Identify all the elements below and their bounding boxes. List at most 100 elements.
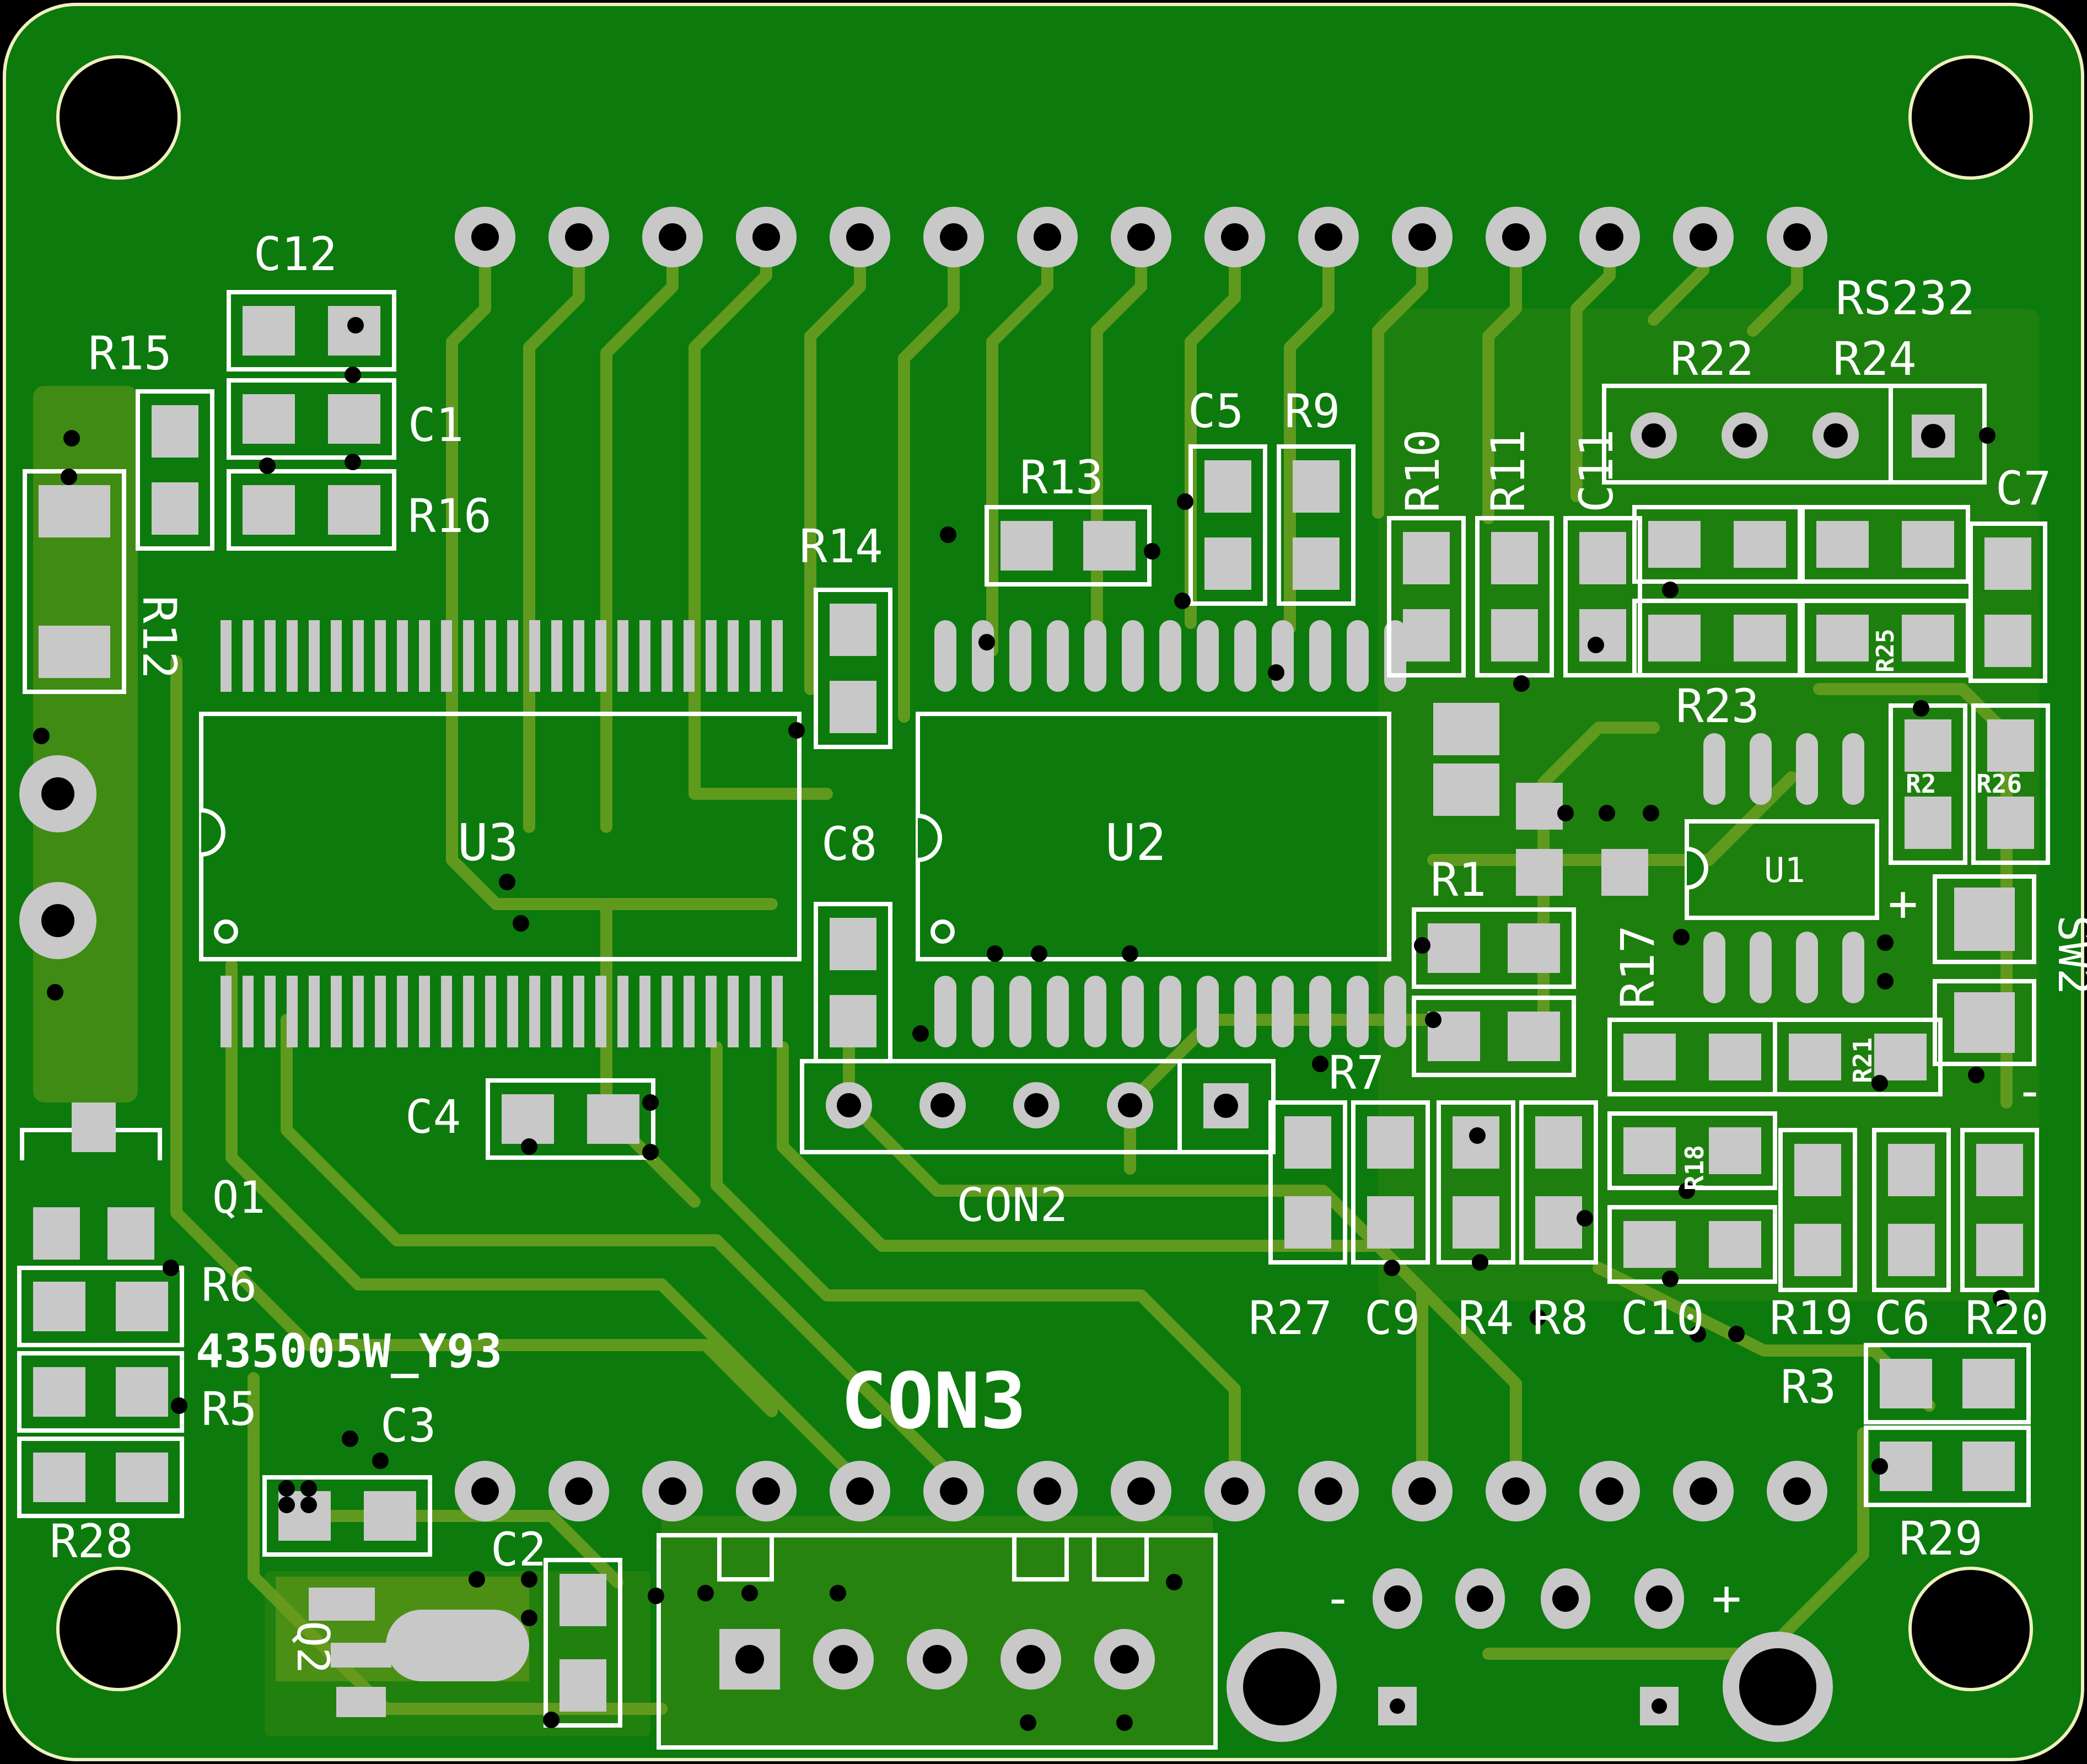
- u2-pin: [1159, 976, 1181, 1047]
- smd-outline: [1872, 1128, 1951, 1292]
- power-plus-label: +: [1712, 1569, 1741, 1627]
- label-r20: R20: [1965, 1291, 2049, 1345]
- via: [543, 1712, 560, 1728]
- smd-outline: [1412, 996, 1576, 1077]
- via: [345, 454, 361, 470]
- label-c12: C12: [254, 227, 337, 281]
- u3-pin: [485, 620, 496, 692]
- smd-pad: [116, 1367, 168, 1417]
- via: [1577, 1210, 1593, 1227]
- label-r21: R21: [1848, 1037, 1878, 1083]
- smd-pad: [1367, 1196, 1414, 1249]
- u2-pin: [1309, 976, 1331, 1047]
- u3-pin: [617, 976, 628, 1047]
- extra-pad: [1433, 763, 1499, 816]
- label-r24: R24: [1833, 332, 1917, 386]
- top-header-pin-drill: [1502, 223, 1530, 251]
- bottom-header-pin-drill: [1596, 1477, 1623, 1505]
- via: [642, 1094, 659, 1111]
- smd-r26: [1971, 703, 2050, 865]
- smd-pad: [33, 1453, 85, 1502]
- smd-outline: [1475, 516, 1554, 677]
- bottom-header-pin-drill: [1127, 1477, 1155, 1505]
- smd-outline: [1968, 521, 2047, 683]
- smd-pad: [830, 918, 876, 970]
- left-connector: [19, 755, 96, 959]
- via: [347, 317, 364, 334]
- label-r23: R23: [1676, 679, 1760, 733]
- smd-outline: [1960, 1128, 2039, 1292]
- mount-hole-tr: [1908, 55, 2033, 180]
- bottom-header-pin-drill: [940, 1477, 967, 1505]
- u3-pin: [529, 620, 540, 692]
- via: [513, 915, 529, 932]
- via: [1031, 945, 1047, 962]
- top-header-pin-drill: [1221, 223, 1249, 251]
- via: [300, 1480, 317, 1497]
- smd-outline: [1268, 1100, 1347, 1265]
- u1-chip: U1: [1685, 733, 1879, 1003]
- u2-pin: [1122, 620, 1144, 692]
- label-c2: C2: [491, 1523, 546, 1577]
- top-header-pin-drill: [752, 223, 780, 251]
- smd-pad: [1579, 532, 1626, 584]
- label-r18: R18: [1680, 1145, 1709, 1191]
- via: [1968, 1067, 1984, 1083]
- u2-pin: [1309, 620, 1331, 692]
- u2-pin: [1047, 976, 1069, 1047]
- label-r3: R3: [1781, 1360, 1836, 1414]
- label-r13: R13: [1020, 450, 1104, 504]
- u3-pin: [375, 976, 386, 1047]
- u2-pin: [1272, 620, 1294, 692]
- smd-pad: [39, 485, 110, 537]
- con2-header: CON2: [800, 1059, 1276, 1232]
- via: [521, 1610, 537, 1626]
- smd-pad: [1709, 1221, 1761, 1268]
- smd-r27: [1268, 1100, 1347, 1265]
- smd-pad: [830, 681, 876, 733]
- top-header-pin-drill: [1127, 223, 1155, 251]
- power-minus-label: -: [1323, 1569, 1353, 1627]
- u2-pin: [972, 976, 994, 1047]
- via: [171, 1397, 187, 1414]
- smd-c4: [486, 1078, 655, 1160]
- via: [1384, 1260, 1400, 1276]
- smd-pad: [1789, 1034, 1841, 1080]
- smd-pad: [1293, 460, 1340, 513]
- label-r7: R7: [1328, 1046, 1384, 1100]
- smd-outline: [1864, 1426, 2031, 1507]
- smd-pad: [1734, 521, 1786, 568]
- smd-pad: [1623, 1221, 1676, 1268]
- smd-r14: [814, 588, 892, 749]
- smd-outline: [227, 469, 396, 551]
- u3-pin: [265, 976, 276, 1047]
- u2-pin: [1009, 620, 1031, 692]
- u3-pin: [353, 620, 364, 692]
- smd-outline: [486, 1078, 655, 1160]
- u3-pin: [750, 620, 761, 692]
- smd-pad: [1428, 923, 1480, 973]
- label-r5: R5: [201, 1382, 257, 1436]
- via: [521, 1138, 537, 1155]
- smd-pad: [1709, 1034, 1761, 1080]
- bottom-header-pin-drill: [471, 1477, 499, 1505]
- via: [642, 1144, 659, 1160]
- u3-pin: [441, 620, 452, 692]
- via: [1690, 1326, 1706, 1342]
- smd-c12: [227, 290, 396, 372]
- mount-hole-bl: [56, 1567, 181, 1691]
- smd-pad: [1976, 1144, 2023, 1196]
- smd-pad: [1905, 797, 1951, 849]
- smd-pad: [152, 405, 198, 458]
- label-c6: C6: [1874, 1291, 1930, 1345]
- con2-pin-drill: [1214, 1094, 1238, 1118]
- via: [372, 1453, 389, 1469]
- via: [1588, 637, 1604, 653]
- u2-pin: [1384, 976, 1406, 1047]
- label-r8: R8: [1532, 1291, 1588, 1345]
- smd-pad: [1709, 1127, 1761, 1174]
- smd-r8: [1519, 1100, 1598, 1265]
- smd-outline: [227, 290, 396, 372]
- smd-pad: [243, 306, 295, 356]
- top-header-pin-drill: [1596, 223, 1623, 251]
